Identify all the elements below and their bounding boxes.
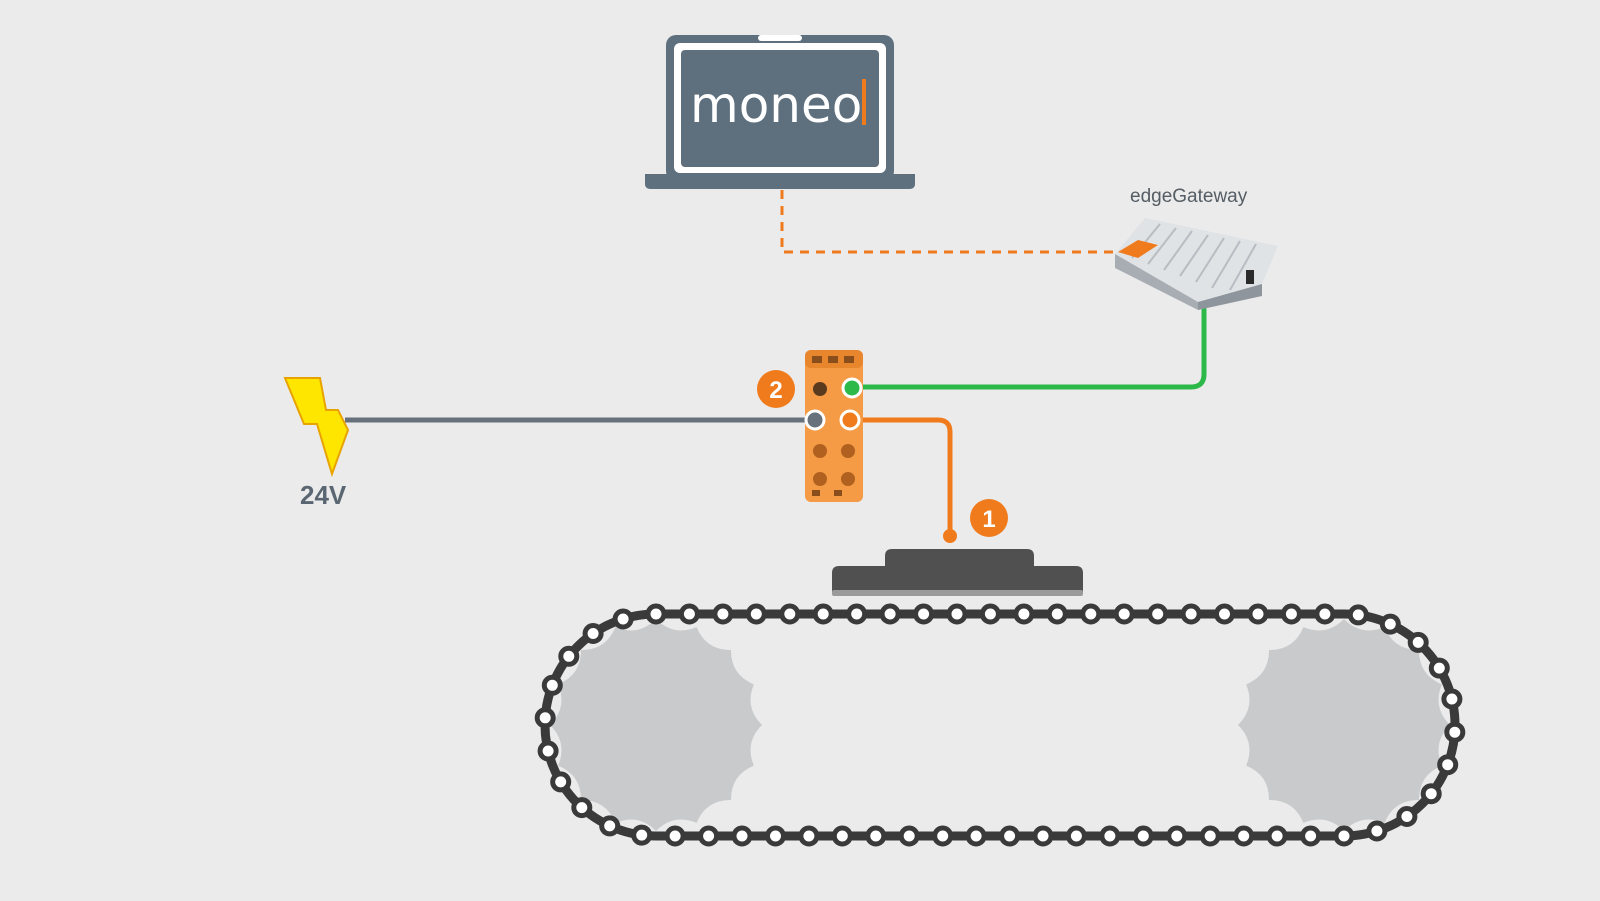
chain-link	[712, 603, 734, 625]
chain-link	[541, 674, 563, 696]
chain-link	[1032, 825, 1054, 847]
chain-link	[1333, 825, 1355, 847]
chain-link	[678, 603, 700, 625]
sprocket-right	[1238, 619, 1450, 831]
chain-link	[599, 815, 621, 837]
chain-link	[1099, 825, 1121, 847]
chain-link	[731, 825, 753, 847]
chain-link	[1247, 603, 1269, 625]
chain-link	[1132, 825, 1154, 847]
chain-link	[1428, 657, 1450, 679]
chain-link	[1080, 603, 1102, 625]
svg-text:1: 1	[982, 506, 995, 533]
chain-link	[1280, 603, 1302, 625]
chain-link	[1199, 825, 1221, 847]
chain-link	[645, 603, 667, 625]
chain-link	[698, 825, 720, 847]
chain-link	[664, 825, 686, 847]
edge-gateway-label: edgeGateway	[1130, 186, 1248, 207]
chain-link	[812, 603, 834, 625]
chain-link	[1147, 603, 1169, 625]
orange-cable-module-sensor	[848, 417, 953, 536]
chain-link	[1441, 688, 1463, 710]
chain-link	[1420, 783, 1442, 805]
chain-link	[1113, 603, 1135, 625]
chain-link	[913, 603, 935, 625]
chain-link	[1233, 825, 1255, 847]
chain-link	[571, 797, 593, 819]
chain-link	[999, 825, 1021, 847]
green-port-connector	[841, 377, 863, 399]
chain-link	[1266, 825, 1288, 847]
marker-2: 2	[757, 370, 795, 408]
chain-link	[946, 603, 968, 625]
chain-links	[534, 603, 1466, 847]
chain-link	[1180, 603, 1202, 625]
chain-link	[612, 608, 634, 630]
chain-link	[1013, 603, 1035, 625]
chain-link	[558, 645, 580, 667]
laptop-icon: moneo	[645, 35, 915, 189]
chain-link	[534, 707, 556, 729]
chain-link	[1379, 613, 1401, 635]
chain-link	[898, 825, 920, 847]
chain-link	[1214, 603, 1235, 625]
chain-link	[1444, 721, 1466, 743]
chain-link	[1407, 631, 1429, 653]
chain-link	[1347, 604, 1369, 626]
power-port-connector	[804, 409, 826, 431]
chain-link	[1065, 825, 1087, 847]
sensor-port-connector	[839, 409, 861, 431]
chain-link	[1437, 754, 1459, 776]
lightning-icon	[283, 377, 350, 478]
power-voltage-label: 24V	[300, 480, 347, 510]
svg-text:2: 2	[769, 377, 782, 404]
chain-link	[865, 825, 887, 847]
chain-link	[1300, 825, 1322, 847]
chain-link	[846, 603, 868, 625]
laptop-logo-text: moneo	[690, 76, 862, 134]
chain-link	[932, 825, 954, 847]
dashed-connection-laptop-gateway	[780, 190, 1128, 254]
chain-link	[1046, 603, 1068, 625]
sensor-cable-end	[943, 529, 957, 543]
sprocket-left	[550, 619, 762, 831]
logo-cursor-bar	[862, 79, 866, 125]
chain-link	[1166, 825, 1188, 847]
chain-link	[1396, 806, 1418, 827]
edge-gateway-device	[1115, 218, 1278, 310]
chain-link	[631, 824, 653, 846]
green-cable-gateway-module	[852, 306, 1207, 390]
chain-link	[550, 771, 572, 793]
chain-conveyor	[534, 603, 1466, 847]
marker-1: 1	[970, 499, 1008, 537]
chain-link	[1366, 820, 1388, 842]
chain-link	[537, 740, 559, 762]
chain-link	[745, 603, 767, 625]
chain-link	[1314, 603, 1336, 625]
chain-link	[965, 825, 987, 847]
chain-link	[779, 603, 801, 625]
chain-link	[979, 603, 1001, 625]
chain-link	[831, 825, 853, 847]
chain-link	[798, 825, 820, 847]
chain-link	[582, 623, 604, 644]
chain-link	[765, 825, 786, 847]
chain-link	[879, 603, 901, 625]
vibration-sensor	[832, 549, 1083, 596]
